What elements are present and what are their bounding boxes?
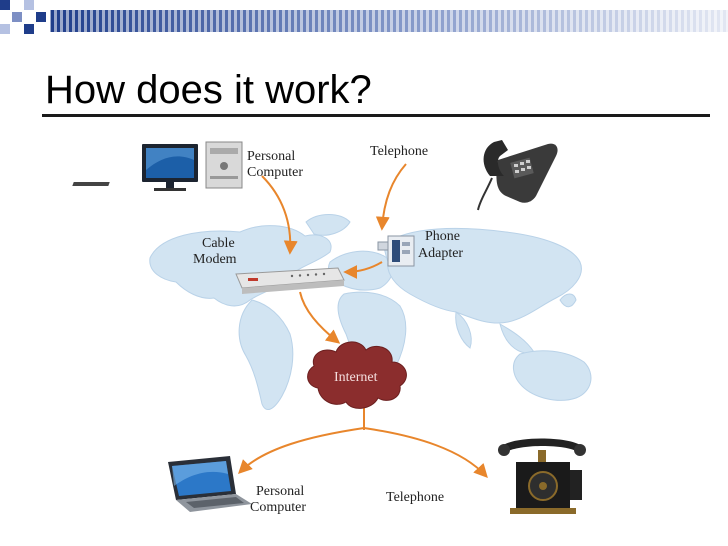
arrow-telephone-to-adapter [375,163,407,231]
internet-cloud-icon [307,341,407,409]
connection-arrows [238,163,488,479]
title-underline [42,114,710,117]
top-banner-pattern [0,0,728,34]
arrow-computer-to-modem [261,175,298,255]
antique-telephone-icon [498,438,586,514]
arrow-modem-to-internet [299,291,341,344]
label-phone-adapter: Phone [425,229,460,244]
label-personal-computer-top: Personal [247,149,295,164]
arrow-adapter-to-modem [343,261,383,279]
office-phone-icon [477,140,558,211]
arrow-internet-to-telephone [363,427,488,479]
arrow-internet-to-laptop [238,427,365,474]
label-internet: Internet [334,370,378,385]
laptop-icon [168,456,252,512]
label-cable-modem: Cable [202,236,235,251]
desktop-computer-icon [72,141,243,191]
label-personal-computer-top-line2: Computer [247,165,303,180]
label-personal-computer-bottom-line2: Computer [250,500,306,515]
world-map [149,214,592,411]
cable-modem-icon [235,267,345,294]
label-personal-computer-bottom: Personal [256,484,304,499]
label-phone-adapter-line2: Adapter [418,246,463,261]
phone-adapter-icon [377,235,415,267]
label-telephone-top: Telephone [370,144,428,159]
slide-title: How does it work? [45,68,372,112]
label-cable-modem-line2: Modem [193,252,237,267]
label-telephone-bottom: Telephone [386,490,444,505]
